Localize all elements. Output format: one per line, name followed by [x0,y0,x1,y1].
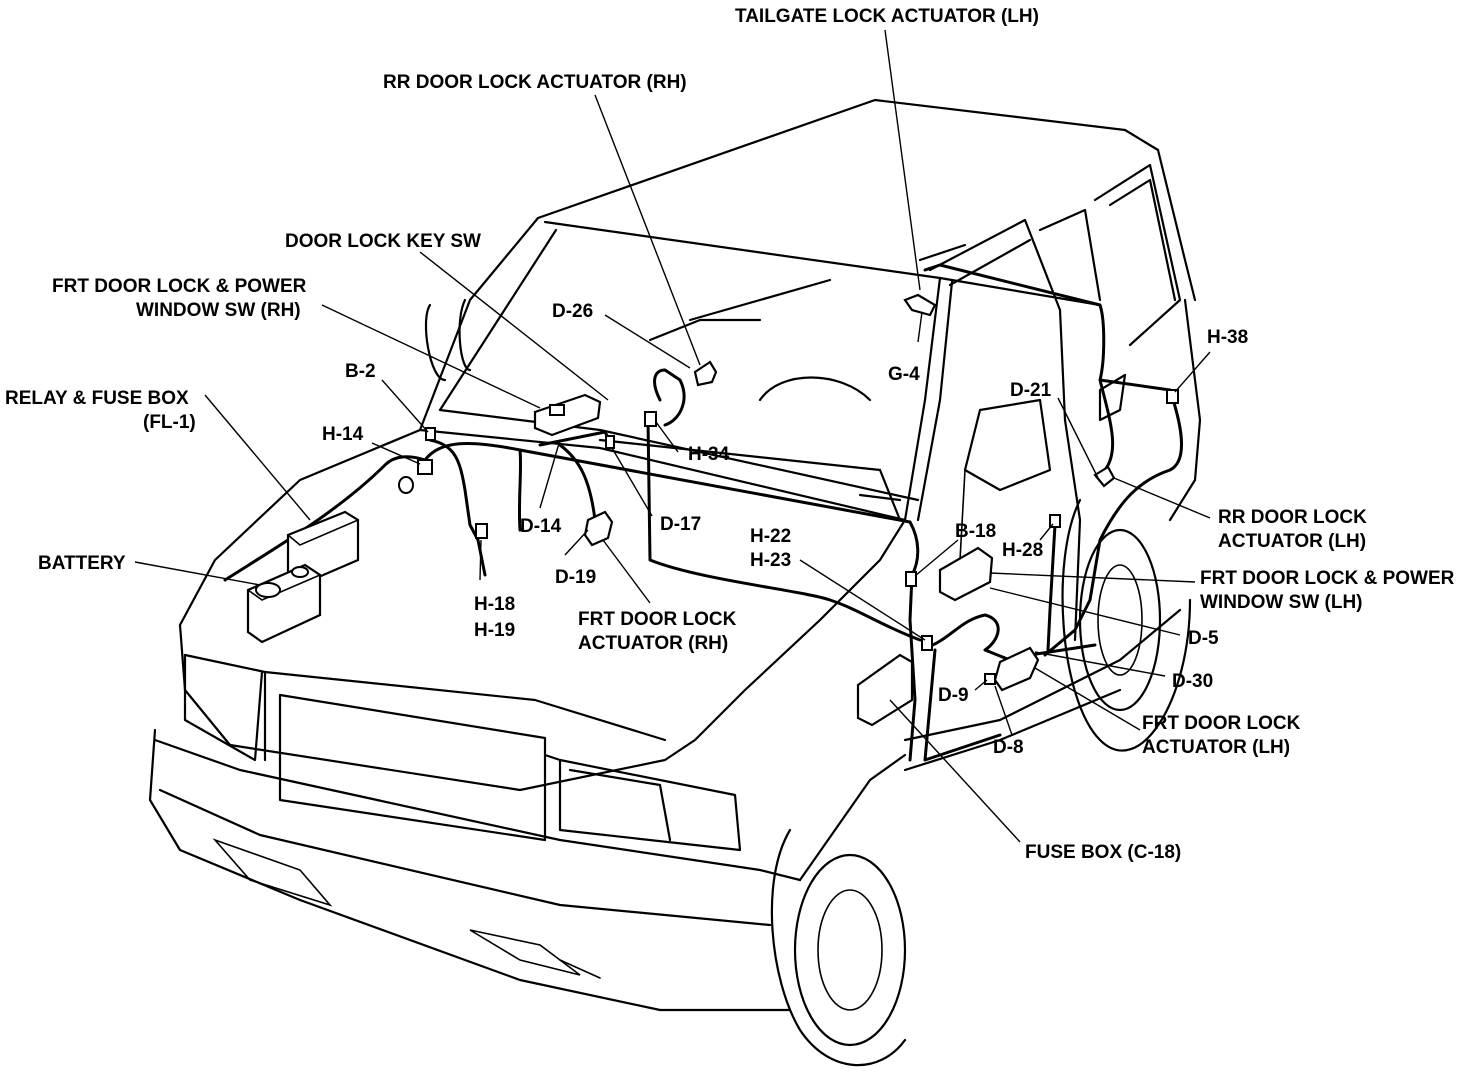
label-g4: G-4 [888,364,920,385]
connector-b18 [905,571,917,587]
rr-door-lock-actuator-rh [693,360,718,387]
connectors [398,389,1179,685]
label-b2: B-2 [345,361,376,382]
connector-h18-h19 [475,523,488,539]
label-d5: D-5 [1188,628,1219,649]
frt-door-lock-actuator-rh [583,510,614,547]
frt-door-lock-power-window-sw-rh [533,393,602,437]
label-fuse-box-c18: FUSE BOX (C-18) [1025,842,1181,863]
label-frt-door-lock-power-window-sw-rh-line2: WINDOW SW (RH) [136,300,301,321]
connector-h22-h23 [921,635,933,651]
frt-door-lock-power-window-sw-lh [938,546,994,602]
connector-d17 [605,435,615,449]
label-d30: D-30 [1172,671,1213,692]
label-h14: H-14 [322,424,364,445]
label-d9: D-9 [938,685,969,706]
label-frt-door-lock-power-window-sw-lh-line2: WINDOW SW (LH) [1200,592,1363,613]
frt-door-lock-actuator-lh [993,646,1040,692]
wiring-harness [223,263,1184,762]
connector-h28 [1049,514,1061,528]
label-d14: D-14 [520,516,562,537]
label-rr-door-lock-actuator-rh: RR DOOR LOCK ACTUATOR (RH) [383,72,687,93]
label-h22: H-22 [750,526,791,547]
connector-d9 [984,673,996,685]
component-labels: TAILGATE LOCK ACTUATOR (LH) RR DOOR LOCK… [5,6,1455,863]
battery [246,563,322,644]
connector-h34 [644,411,657,427]
label-h28: H-28 [1002,540,1043,561]
label-d17: D-17 [660,514,701,535]
label-d26: D-26 [552,301,593,322]
tailgate-lock-actuator-lh [903,293,937,317]
connector-h38 [1166,389,1179,404]
label-d21: D-21 [1010,380,1052,401]
label-b18: B-18 [955,521,996,542]
label-tailgate-lock-actuator-lh: TAILGATE LOCK ACTUATOR (LH) [735,6,1039,27]
label-relay-fuse-box-line2: (FL-1) [143,412,196,433]
label-frt-door-lock-actuator-rh-line1: FRT DOOR LOCK [578,609,737,630]
label-frt-door-lock-actuator-lh-line2: ACTUATOR (LH) [1142,737,1290,758]
label-frt-door-lock-actuator-rh-line2: ACTUATOR (RH) [578,633,728,654]
label-frt-door-lock-power-window-sw-rh-line1: FRT DOOR LOCK & POWER [52,276,307,297]
leader-lines [134,29,1211,843]
connector-h14 [417,459,433,475]
label-door-lock-key-sw: DOOR LOCK KEY SW [285,231,481,252]
label-frt-door-lock-actuator-lh-line1: FRT DOOR LOCK [1142,713,1301,734]
label-h19: H-19 [474,620,515,641]
label-h34: H-34 [688,444,730,465]
label-battery: BATTERY [38,553,126,574]
connector-h14-grommet [398,476,414,494]
label-rr-door-lock-actuator-lh-line1: RR DOOR LOCK [1218,507,1367,528]
label-h18: H-18 [474,594,515,615]
label-rr-door-lock-actuator-lh-line2: ACTUATOR (LH) [1218,531,1366,552]
label-h38: H-38 [1207,327,1248,348]
label-h23: H-23 [750,550,791,571]
label-relay-fuse-box-line1: RELAY & FUSE BOX [5,388,189,409]
fuse-box-c18 [856,653,914,727]
connector-b2 [425,427,436,441]
label-d8: D-8 [993,737,1024,758]
label-frt-door-lock-power-window-sw-lh-line1: FRT DOOR LOCK & POWER [1200,568,1455,589]
label-d19: D-19 [555,567,596,588]
vehicle-body-outline [148,98,1202,1067]
